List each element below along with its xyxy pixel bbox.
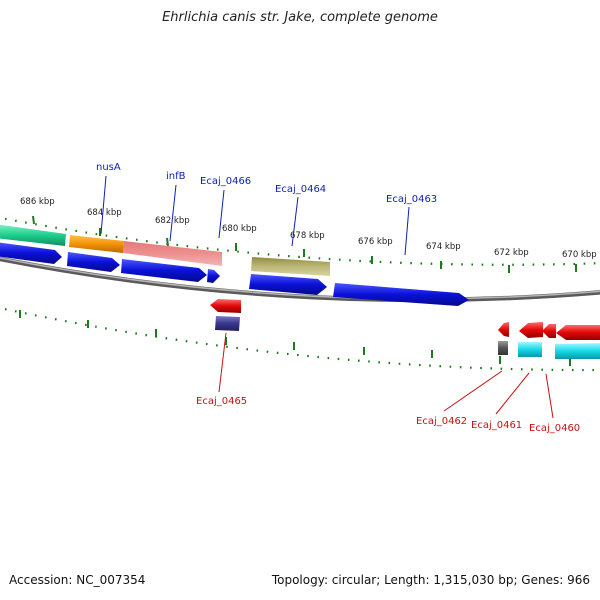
feature-gray[interactable]: [498, 341, 508, 355]
tick-label-684: 684 kbp: [87, 208, 122, 218]
cds-reverse-3[interactable]: [519, 322, 543, 338]
gene-label-Ecaj_0461: Ecaj_0461: [471, 420, 522, 431]
genome-backbone: [0, 256, 600, 303]
cds-reverse-4[interactable]: [542, 324, 556, 338]
inner-tick-ring: [0, 306, 600, 372]
cds-forward-3[interactable]: [121, 259, 207, 282]
tick-label-680: 680 kbp: [222, 224, 257, 234]
tick-label-674: 674 kbp: [426, 242, 461, 252]
cds-forward-1[interactable]: [0, 242, 62, 264]
genome-summary-text: Topology: circular; Length: 1,315,030 bp…: [271, 573, 590, 587]
gene-label-Ecaj_0460: Ecaj_0460: [529, 423, 580, 434]
reverse-label-leaders: [218, 332, 554, 419]
accession-text: Accession: NC_007354: [9, 573, 146, 587]
feature-olive[interactable]: [251, 257, 330, 276]
gene-label-Ecaj_0462: Ecaj_0462: [416, 416, 467, 427]
cds-reverse-5[interactable]: [556, 325, 600, 340]
forward-label-leaders: [100, 175, 410, 256]
tick-label-678: 678 kbp: [290, 231, 325, 241]
cds-forward-6[interactable]: [333, 283, 469, 306]
feature-salmon[interactable]: [123, 241, 222, 266]
feature-cyan-1[interactable]: [518, 342, 542, 357]
tick-label-686: 686 kbp: [20, 197, 55, 207]
feature-slate[interactable]: [215, 316, 240, 331]
gene-label-infB: infB: [166, 171, 186, 182]
tick-label-670: 670 kbp: [562, 250, 597, 260]
outer-major-ticks: [32, 215, 577, 273]
tick-label-676: 676 kbp: [358, 237, 393, 247]
cds-reverse-2[interactable]: [498, 322, 509, 337]
inner-major-ticks: [19, 310, 571, 366]
feature-teal[interactable]: [0, 224, 66, 246]
feature-cyan-2[interactable]: [555, 343, 600, 359]
gene-label-Ecaj_0463: Ecaj_0463: [386, 194, 437, 205]
gene-label-Ecaj_0466: Ecaj_0466: [200, 176, 251, 187]
feature-orange[interactable]: [69, 235, 124, 253]
tick-label-672: 672 kbp: [494, 248, 529, 258]
cds-forward-2[interactable]: [67, 252, 120, 272]
map-title: Ehrlichia canis str. Jake, complete geno…: [162, 10, 438, 25]
cds-reverse-1[interactable]: [210, 299, 241, 313]
genome-backbone-highlight: [0, 257, 600, 300]
cds-forward-5[interactable]: [249, 274, 327, 295]
gene-label-Ecaj_0465: Ecaj_0465: [196, 396, 247, 407]
gene-label-Ecaj_0464: Ecaj_0464: [275, 184, 326, 195]
gene-label-nusA: nusA: [96, 162, 121, 173]
cds-forward-4[interactable]: [207, 269, 220, 283]
